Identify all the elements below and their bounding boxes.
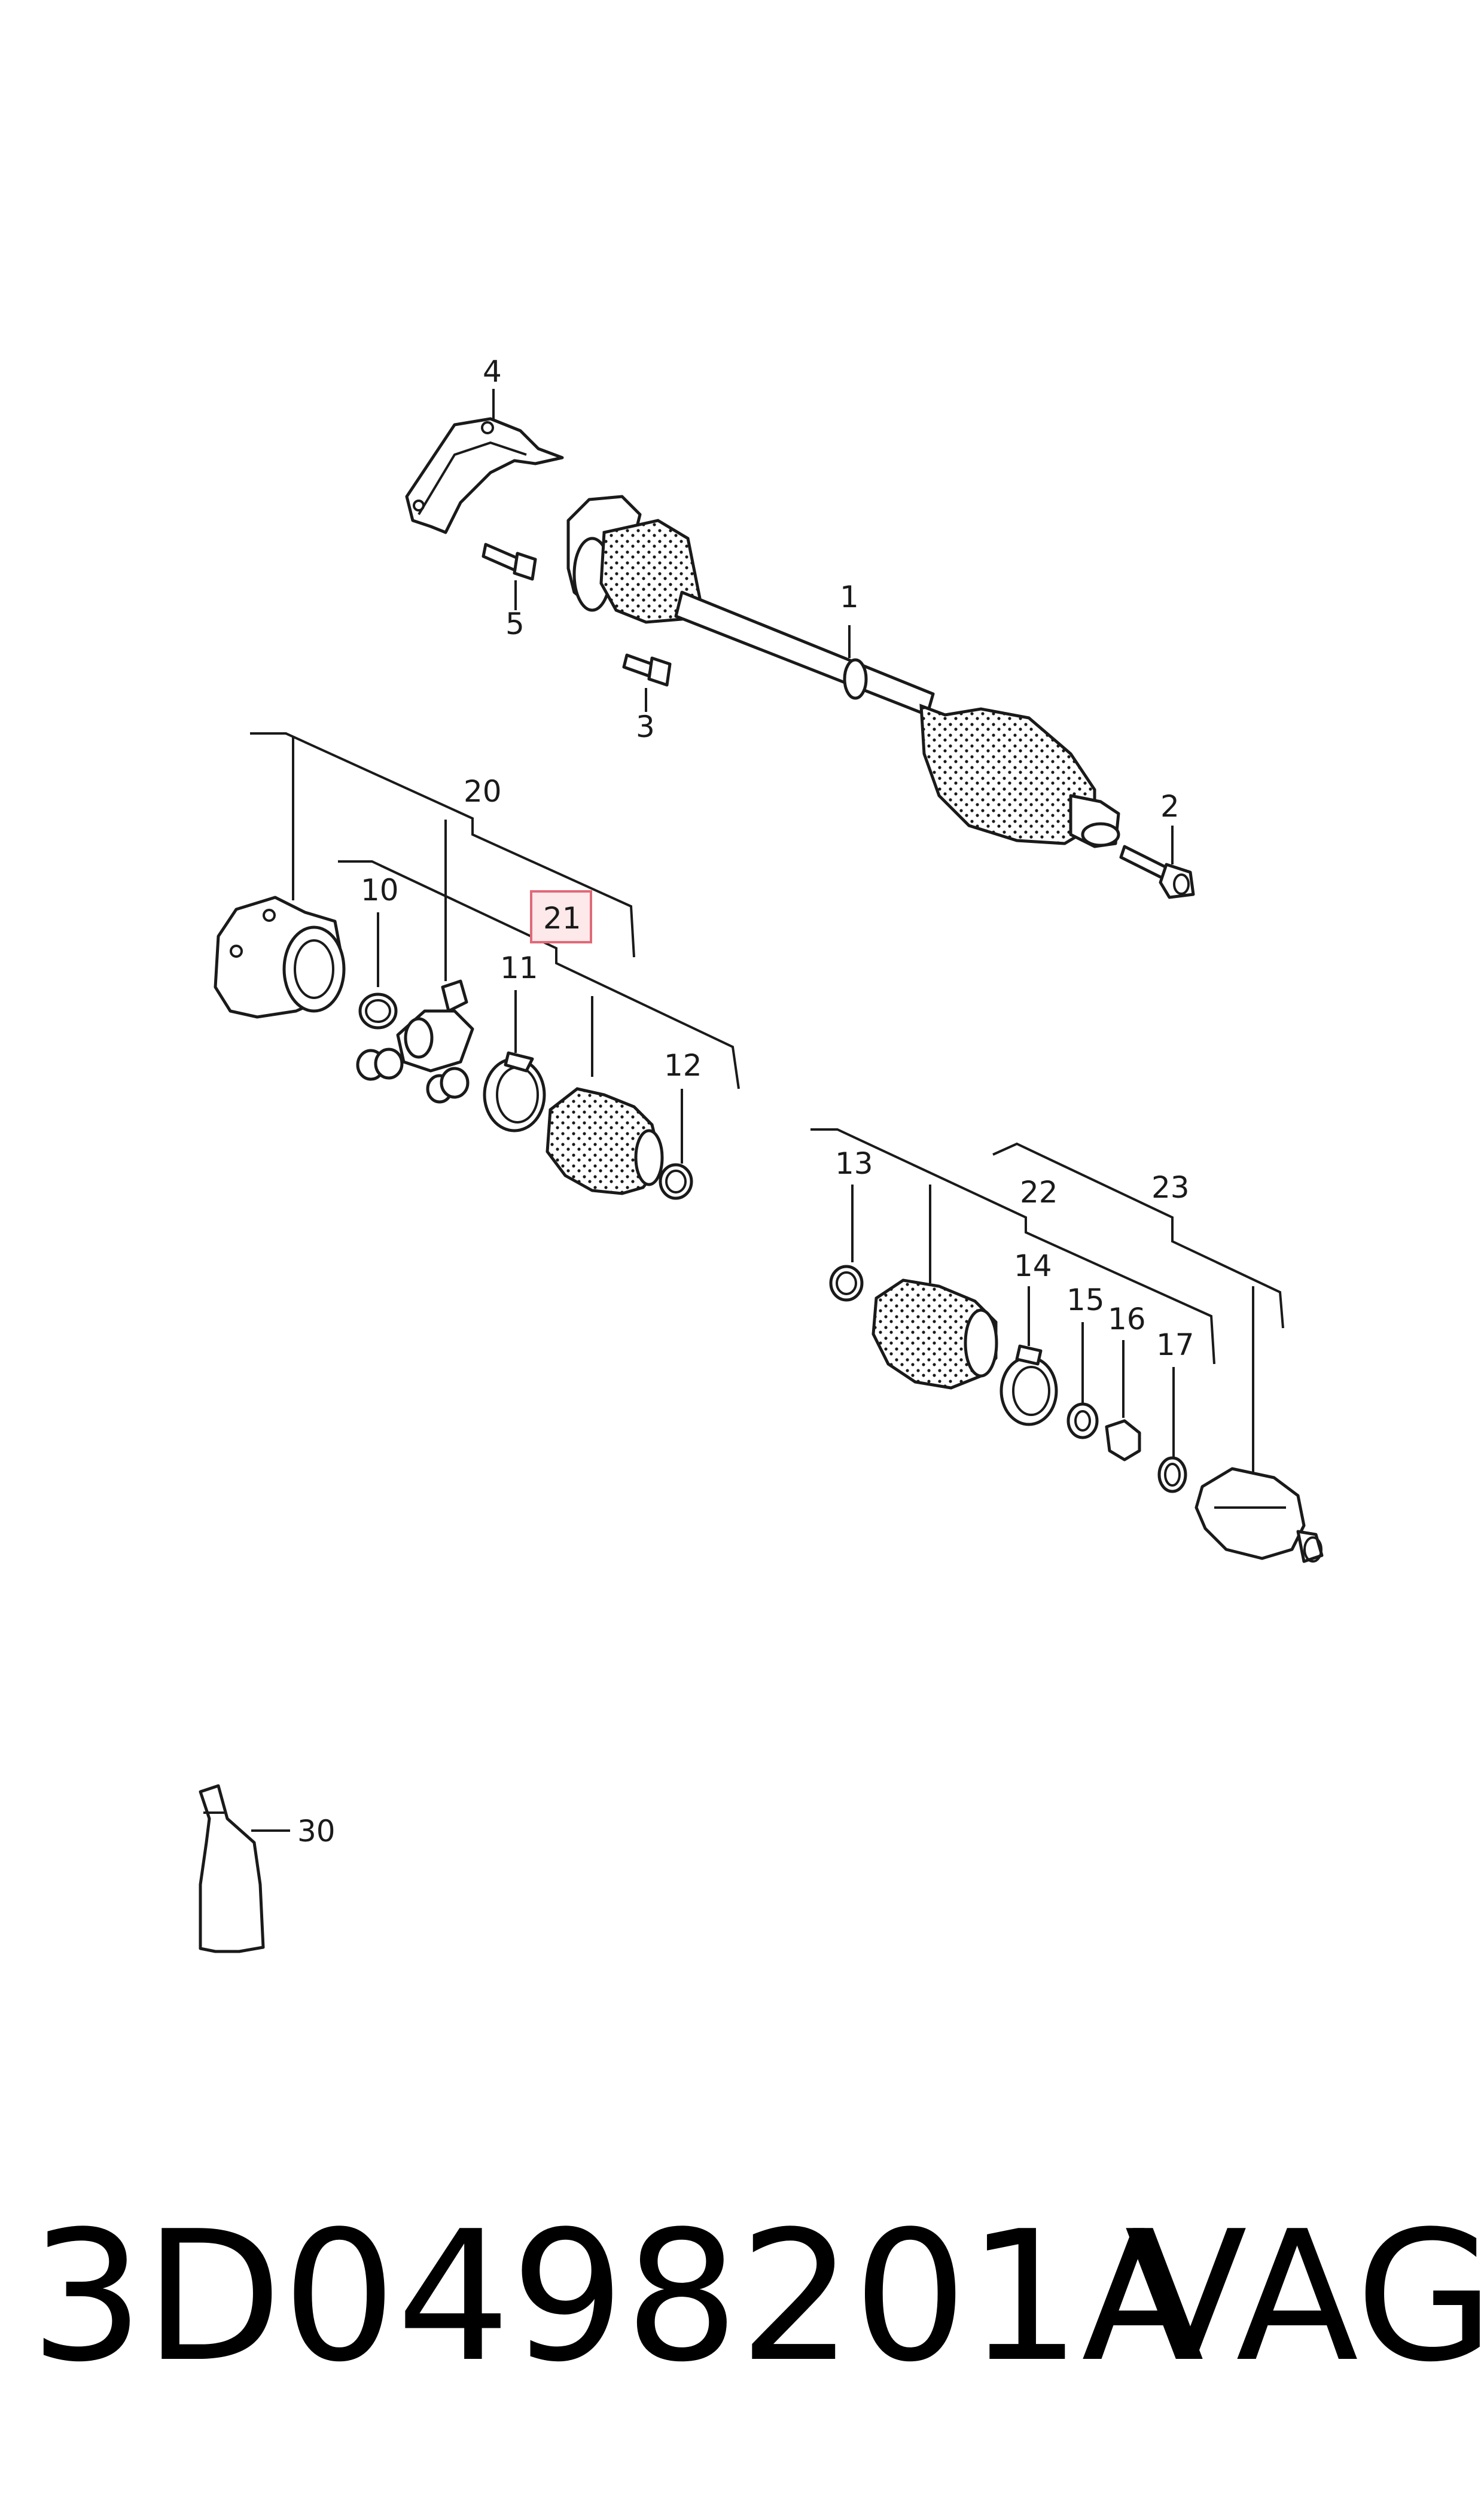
thrust-washer-part-15 xyxy=(1066,1322,1099,1439)
bracket-lines-right xyxy=(810,1128,1284,1484)
callout-21[interactable]: 21 xyxy=(543,901,581,936)
callout-15[interactable]: 15 xyxy=(1066,1283,1105,1317)
callout-16[interactable]: 16 xyxy=(1108,1302,1146,1336)
small-clamp-part-12 xyxy=(659,1089,693,1200)
callout-23[interactable]: 23 xyxy=(1151,1170,1190,1205)
inner-boot xyxy=(546,1087,664,1195)
bracket-lines-left xyxy=(250,732,740,1089)
callout-2[interactable]: 2 xyxy=(1160,789,1180,824)
callout-4[interactable]: 4 xyxy=(483,354,502,389)
outer-boot xyxy=(871,1278,998,1390)
callout-30[interactable]: 30 xyxy=(297,1814,336,1849)
callout-10[interactable]: 10 xyxy=(361,873,399,908)
heat-shield-part-4 xyxy=(405,389,564,534)
hex-bolt-part-2 xyxy=(1119,826,1195,899)
clamp-part-14 xyxy=(1000,1286,1058,1426)
small-clamp-part-13 xyxy=(829,1185,864,1302)
highlight-box-21 xyxy=(530,890,592,943)
callout-11[interactable]: 11 xyxy=(500,951,538,985)
callout-12[interactable]: 12 xyxy=(664,1048,702,1083)
callout-14[interactable]: 14 xyxy=(1014,1249,1052,1283)
callout-20[interactable]: 20 xyxy=(464,774,502,809)
grease-tube-part-30 xyxy=(199,1784,290,1953)
bolt-part-3 xyxy=(622,653,672,712)
brand-label: VAG xyxy=(1125,2193,1484,2401)
callout-3[interactable]: 3 xyxy=(636,710,655,744)
outer-cv-joint xyxy=(1194,1467,1324,1563)
callout-13[interactable]: 13 xyxy=(835,1146,873,1181)
cv-joint-housing xyxy=(214,896,346,1019)
callout-22[interactable]: 22 xyxy=(1020,1175,1058,1210)
drive-shaft-part-1 xyxy=(566,495,1120,848)
circlip-part-10 xyxy=(358,912,398,1030)
callout-5[interactable]: 5 xyxy=(505,607,525,641)
callout-1[interactable]: 1 xyxy=(840,580,859,614)
hose-clamp-part-11 xyxy=(483,990,546,1132)
dished-washer-part-16 xyxy=(1105,1340,1141,1462)
bolt-part-5 xyxy=(482,543,537,610)
part-number-label: 3D0498201A xyxy=(30,2193,1205,2401)
callout-17[interactable]: 17 xyxy=(1156,1327,1194,1362)
tripod-spider xyxy=(356,979,474,1104)
circlip-part-17 xyxy=(1157,1367,1187,1493)
